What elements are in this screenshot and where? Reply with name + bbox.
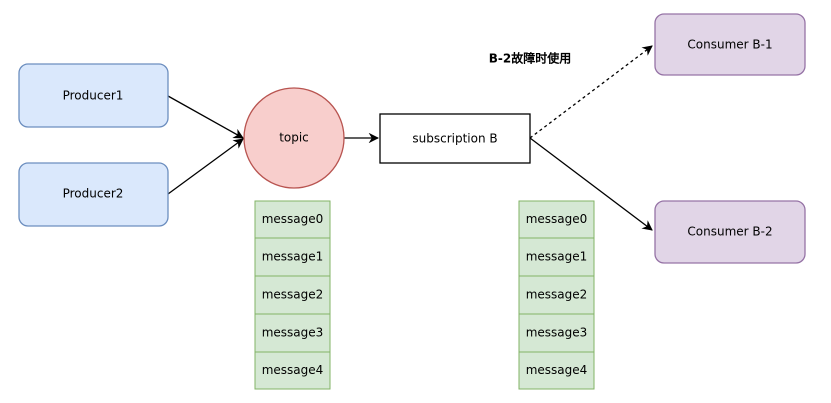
subscription-label: subscription B (412, 132, 497, 146)
message-label: message3 (526, 326, 588, 340)
producer2-label: Producer2 (63, 187, 124, 201)
edge-producer1-to-topic (167, 95, 244, 139)
message-cell (518, 351, 595, 390)
consumer-b1-label: Consumer B-1 (687, 38, 772, 52)
failover-annotation: B-2故障时使用 (489, 51, 571, 66)
subscription-message-queue: message0 message1 message2 message3 mess… (518, 200, 595, 390)
message-label: message1 (526, 250, 588, 264)
consumer-b1-box (654, 13, 806, 76)
message-label: message0 (262, 212, 324, 226)
topic-message-queue: message0 message1 message2 message3 mess… (254, 200, 331, 390)
subscription-box (379, 113, 531, 164)
edge-producer2-to-topic (167, 138, 244, 195)
edge-subscription-to-consumer-b2 (529, 137, 653, 231)
producer1-node: Producer1 (18, 63, 169, 128)
consumer-b2-box (654, 200, 806, 264)
message-cell (518, 275, 595, 315)
message-label: message2 (526, 288, 588, 302)
consumer-b1-node: Consumer B-1 (654, 13, 806, 76)
message-cell (518, 313, 595, 353)
message-cell (254, 275, 331, 315)
edge-subscription-to-consumer-b1 (529, 45, 653, 139)
topic-node: topic (243, 87, 345, 189)
message-label: message3 (262, 326, 324, 340)
producer2-node: Producer2 (18, 162, 169, 227)
consumer-b2-node: Consumer B-2 (654, 200, 806, 264)
producer1-label: Producer1 (63, 89, 124, 103)
message-cell (254, 313, 331, 353)
producer2-box (18, 162, 169, 227)
message-label: message4 (526, 363, 588, 377)
message-cell (518, 200, 595, 239)
producer1-box (18, 63, 169, 128)
subscription-node: subscription B (379, 113, 531, 164)
topic-circle (243, 87, 345, 189)
message-label: message1 (262, 250, 324, 264)
message-label: message2 (262, 288, 324, 302)
topic-label: topic (279, 131, 309, 145)
consumer-b2-label: Consumer B-2 (687, 225, 772, 239)
message-label: message4 (262, 363, 324, 377)
message-label: message0 (526, 212, 588, 226)
message-cell (254, 351, 331, 390)
